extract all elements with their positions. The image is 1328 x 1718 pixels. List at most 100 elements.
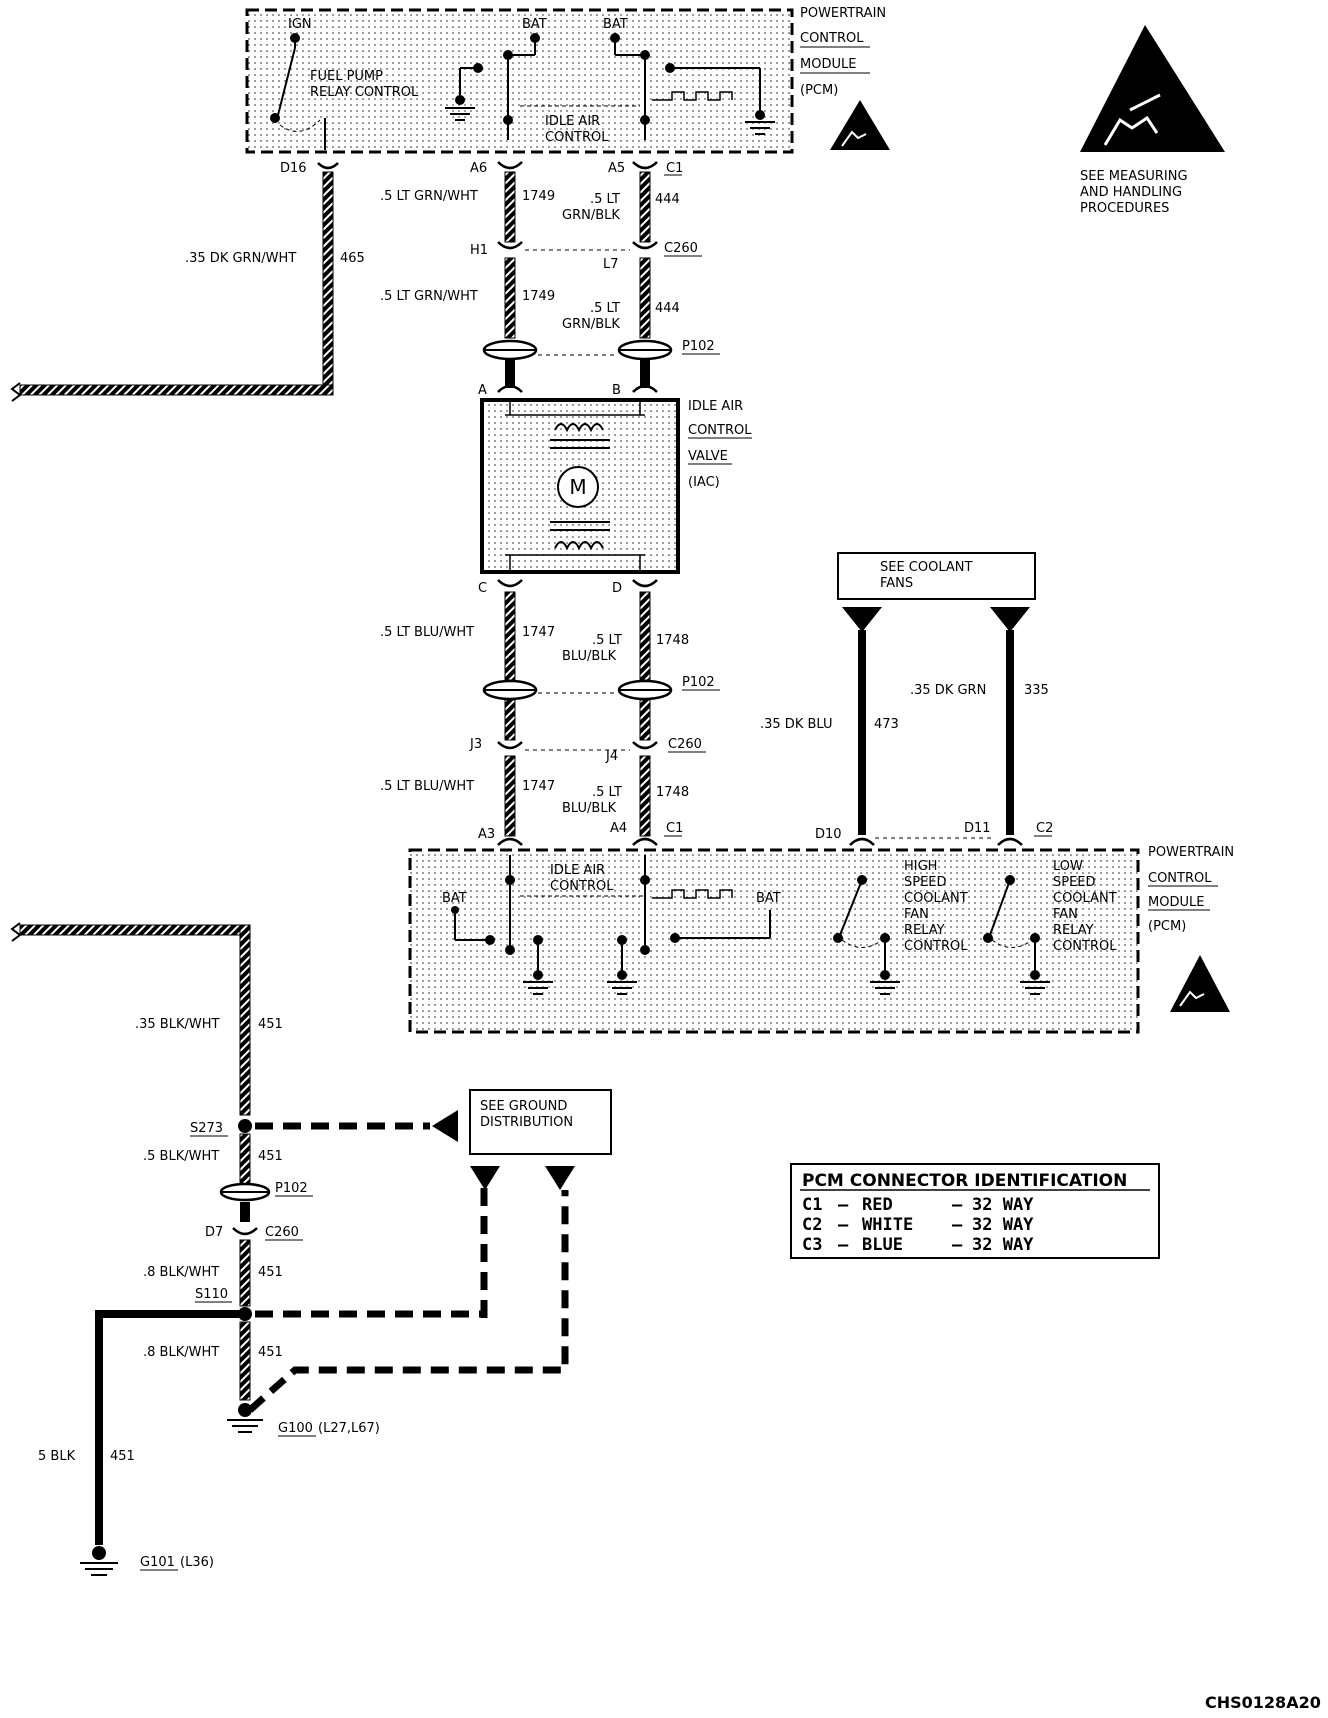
wire-451c-circuit: 451 xyxy=(258,1265,283,1280)
wire-473-circuit: 473 xyxy=(874,717,899,732)
ground-g100-options: (L27,L67) xyxy=(318,1421,380,1436)
wire-473-gauge: .35 DK BLU xyxy=(760,717,833,732)
figure-id: CHS0128A20 xyxy=(1205,1693,1321,1712)
iac-motor-label: M xyxy=(569,475,586,499)
pin-a3: A3 xyxy=(478,827,495,842)
pcm-bottom-title-1: POWERTRAIN xyxy=(1148,845,1234,860)
low-speed-3: COOLANT xyxy=(1053,891,1117,906)
splice-s110-label: S110 xyxy=(195,1287,228,1302)
wire-1748b-gauge-1: .5 LT xyxy=(592,785,622,800)
iac-wires-top: A6 A5 C1 .5 LT GRN/WHT 1749 .5 LT GRN/BL… xyxy=(380,161,720,398)
wire-451b-gauge: .5 BLK/WHT xyxy=(143,1149,219,1164)
connector-c260-ground: C260 xyxy=(265,1225,299,1240)
ground-symbol-bottom-2 xyxy=(607,970,637,995)
svg-text:–: – xyxy=(952,1235,963,1255)
bat-label-4: BAT xyxy=(756,891,781,906)
wire-1748a-circuit: 1748 xyxy=(656,633,689,648)
pcm-connector-table: PCM CONNECTOR IDENTIFICATION C1 – RED – … xyxy=(790,1163,1160,1259)
wire-465: D16 .35 DK GRN/WHT 465 xyxy=(10,161,365,402)
high-speed-4: FAN xyxy=(904,907,929,922)
ground-g100-symbol xyxy=(227,1403,263,1433)
pcm-bottom-title-2: CONTROL xyxy=(1148,871,1212,886)
ground-g101-label: G101 xyxy=(140,1555,175,1570)
low-speed-5: RELAY xyxy=(1053,923,1094,938)
ground-note-1: SEE GROUND xyxy=(480,1099,567,1114)
ground-symbol-top-2 xyxy=(745,110,775,135)
wire-1747b-circuit: 1747 xyxy=(522,779,555,794)
low-speed-4: FAN xyxy=(1053,907,1078,922)
wire-465-circuit: 465 xyxy=(340,251,365,266)
esd-note-3: PROCEDURES xyxy=(1080,201,1169,216)
connector-c260-top: C260 xyxy=(664,241,698,256)
wire-444a-circuit: 444 xyxy=(655,192,680,207)
wire-465-gauge: .35 DK GRN/WHT xyxy=(185,251,296,266)
low-speed-1: LOW xyxy=(1053,859,1083,874)
iac-valve: M IDLE AIR CONTROL VALVE (IAC) xyxy=(480,398,752,574)
ground-note-2: DISTRIBUTION xyxy=(480,1115,573,1130)
pin-d7: D7 xyxy=(205,1225,223,1240)
splice-s273 xyxy=(238,1119,252,1133)
pcm-top-title-3: MODULE xyxy=(800,57,856,72)
pin-d: D xyxy=(612,581,622,596)
pin-j3: J3 xyxy=(469,737,482,752)
iac-wires-bottom: C D .5 LT BLU/WHT 1747 .5 LT BLU/BLK 174… xyxy=(380,579,720,846)
coolant-note-2: FANS xyxy=(880,576,913,591)
esd-handling-icon xyxy=(1080,25,1225,152)
iac-control-bottom-1: IDLE AIR xyxy=(550,863,605,878)
pcm-top-title-1: POWERTRAIN xyxy=(800,6,886,21)
pin-d16: D16 xyxy=(280,161,307,176)
wire-1747b-gauge: .5 LT BLU/WHT xyxy=(380,779,474,794)
row-c1-size: 32 WAY xyxy=(972,1195,1034,1215)
connector-c260-mid: C260 xyxy=(668,737,702,752)
wire-1747a-circuit: 1747 xyxy=(522,625,555,640)
row-c3-id: C3 xyxy=(802,1235,822,1255)
wire-335-gauge: .35 DK GRN xyxy=(910,683,986,698)
high-speed-6: CONTROL xyxy=(904,939,968,954)
fuel-pump-label-1: FUEL PUMP xyxy=(310,69,383,84)
connector-row-c3: C3 – BLUE – 32 WAY xyxy=(802,1235,1034,1255)
wire-1749a-gauge: .5 LT GRN/WHT xyxy=(380,189,478,204)
connector-row-c2: C2 – WHITE – 32 WAY xyxy=(802,1215,1034,1235)
pin-d11: D11 xyxy=(964,821,991,836)
bat-label-3: BAT xyxy=(442,891,467,906)
pin-c1-top: C1 xyxy=(666,161,683,176)
ign-label: IGN xyxy=(288,17,312,32)
esd-note-1: SEE MEASURING xyxy=(1080,169,1188,184)
low-speed-2: SPEED xyxy=(1053,875,1096,890)
iac-title-4: (IAC) xyxy=(688,475,720,490)
connector-p102-mid-label: P102 xyxy=(682,675,715,690)
iac-title-2: CONTROL xyxy=(688,423,752,438)
wire-444a-gauge-2: GRN/BLK xyxy=(562,208,620,223)
connector-p102-mid xyxy=(482,679,673,701)
connector-p102-top xyxy=(482,339,673,361)
row-c2-size: 32 WAY xyxy=(972,1215,1034,1235)
pcm-top-title-2: CONTROL xyxy=(800,31,864,46)
pin-a4: A4 xyxy=(610,821,627,836)
ground-g101-symbol xyxy=(80,1546,118,1576)
wire-444b-gauge-1: .5 LT xyxy=(590,301,620,316)
high-speed-5: RELAY xyxy=(904,923,945,938)
wire-451b-circuit: 451 xyxy=(258,1149,283,1164)
wire-1749b-circuit: 1749 xyxy=(522,289,555,304)
wire-1748b-gauge-2: BLU/BLK xyxy=(562,801,617,816)
wire-335-circuit: 335 xyxy=(1024,683,1049,698)
pin-b: B xyxy=(612,383,621,398)
pcm-bottom-title-4: (PCM) xyxy=(1148,919,1186,934)
pin-a6: A6 xyxy=(470,161,487,176)
row-c3-size: 32 WAY xyxy=(972,1235,1034,1255)
bat-label-2: BAT xyxy=(603,17,628,32)
wire-444b-gauge-2: GRN/BLK xyxy=(562,317,620,332)
wire-1748a-gauge-1: .5 LT xyxy=(592,633,622,648)
wire-1748a-gauge-2: BLU/BLK xyxy=(562,649,617,664)
connector-table-title: PCM CONNECTOR IDENTIFICATION xyxy=(802,1171,1127,1191)
iac-title-3: VALVE xyxy=(688,449,728,464)
ground-symbol-bottom-3 xyxy=(870,970,900,995)
wire-1749b-gauge: .5 LT GRN/WHT xyxy=(380,289,478,304)
iac-control-bottom-2: CONTROL xyxy=(550,879,614,894)
svg-text:–: – xyxy=(838,1235,849,1255)
ground-g100-label: G100 xyxy=(278,1421,313,1436)
connector-p102-ground-label: P102 xyxy=(275,1181,308,1196)
esd-warning-icon-bottom xyxy=(1170,955,1230,1012)
wire-451a-circuit: 451 xyxy=(258,1017,283,1032)
